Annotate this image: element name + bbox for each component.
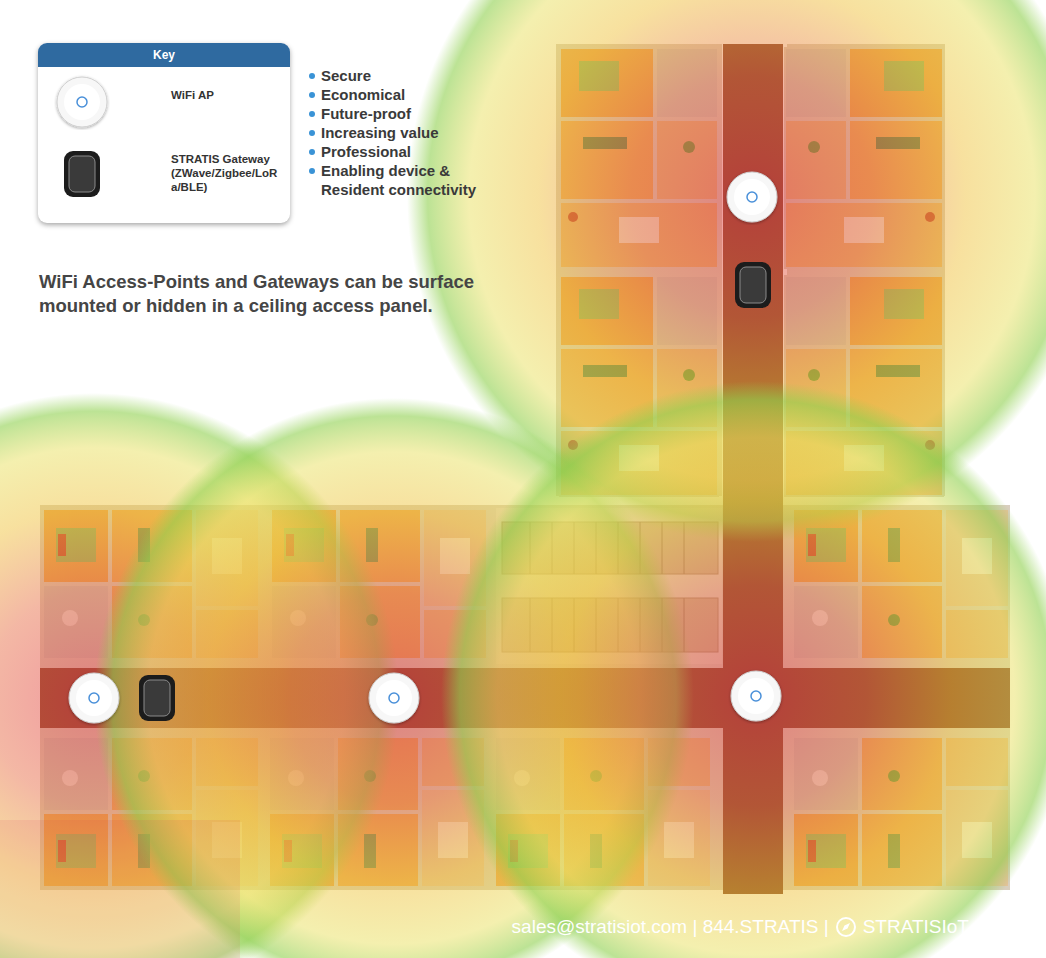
bullet-dot — [309, 92, 315, 98]
legend-ap-icon — [57, 77, 107, 127]
website-text: STRATISIoT.com — [863, 916, 1008, 938]
footer: sales@stratisiot.com | 844.STRATIS | STRA… — [512, 916, 1008, 938]
bullet-dot — [309, 149, 315, 155]
compass-icon — [835, 916, 857, 938]
bullet-text: Economical — [321, 85, 496, 104]
bullet-text: Secure — [321, 66, 496, 85]
legend-text: WiFi AP — [171, 88, 283, 102]
legend-gateway-icon — [64, 151, 100, 197]
bullet-dot — [309, 111, 315, 117]
bullet-text: Future-proof — [321, 104, 496, 123]
key-panel: KeyWiFi AP STRATIS Gateway (ZWave/Zigbee/… — [38, 43, 290, 223]
key-icons — [38, 43, 290, 223]
caption-text: WiFi Access-Points and Gateways can be s… — [39, 270, 509, 318]
bullet-text: Increasing value — [321, 123, 496, 142]
bullet-text: Enabling device & Resident connectivity — [321, 161, 496, 199]
legend-text: STRATIS Gateway (ZWave/Zigbee/LoRa/BLE) — [171, 152, 283, 194]
bullet-dot — [309, 130, 315, 136]
contact-text: sales@stratisiot.com | 844.STRATIS | — [512, 916, 829, 938]
bullet-dot — [309, 168, 315, 174]
bullet-text: Professional — [321, 142, 496, 161]
key-heading: Key — [38, 47, 290, 63]
bullet-dot — [309, 73, 315, 79]
